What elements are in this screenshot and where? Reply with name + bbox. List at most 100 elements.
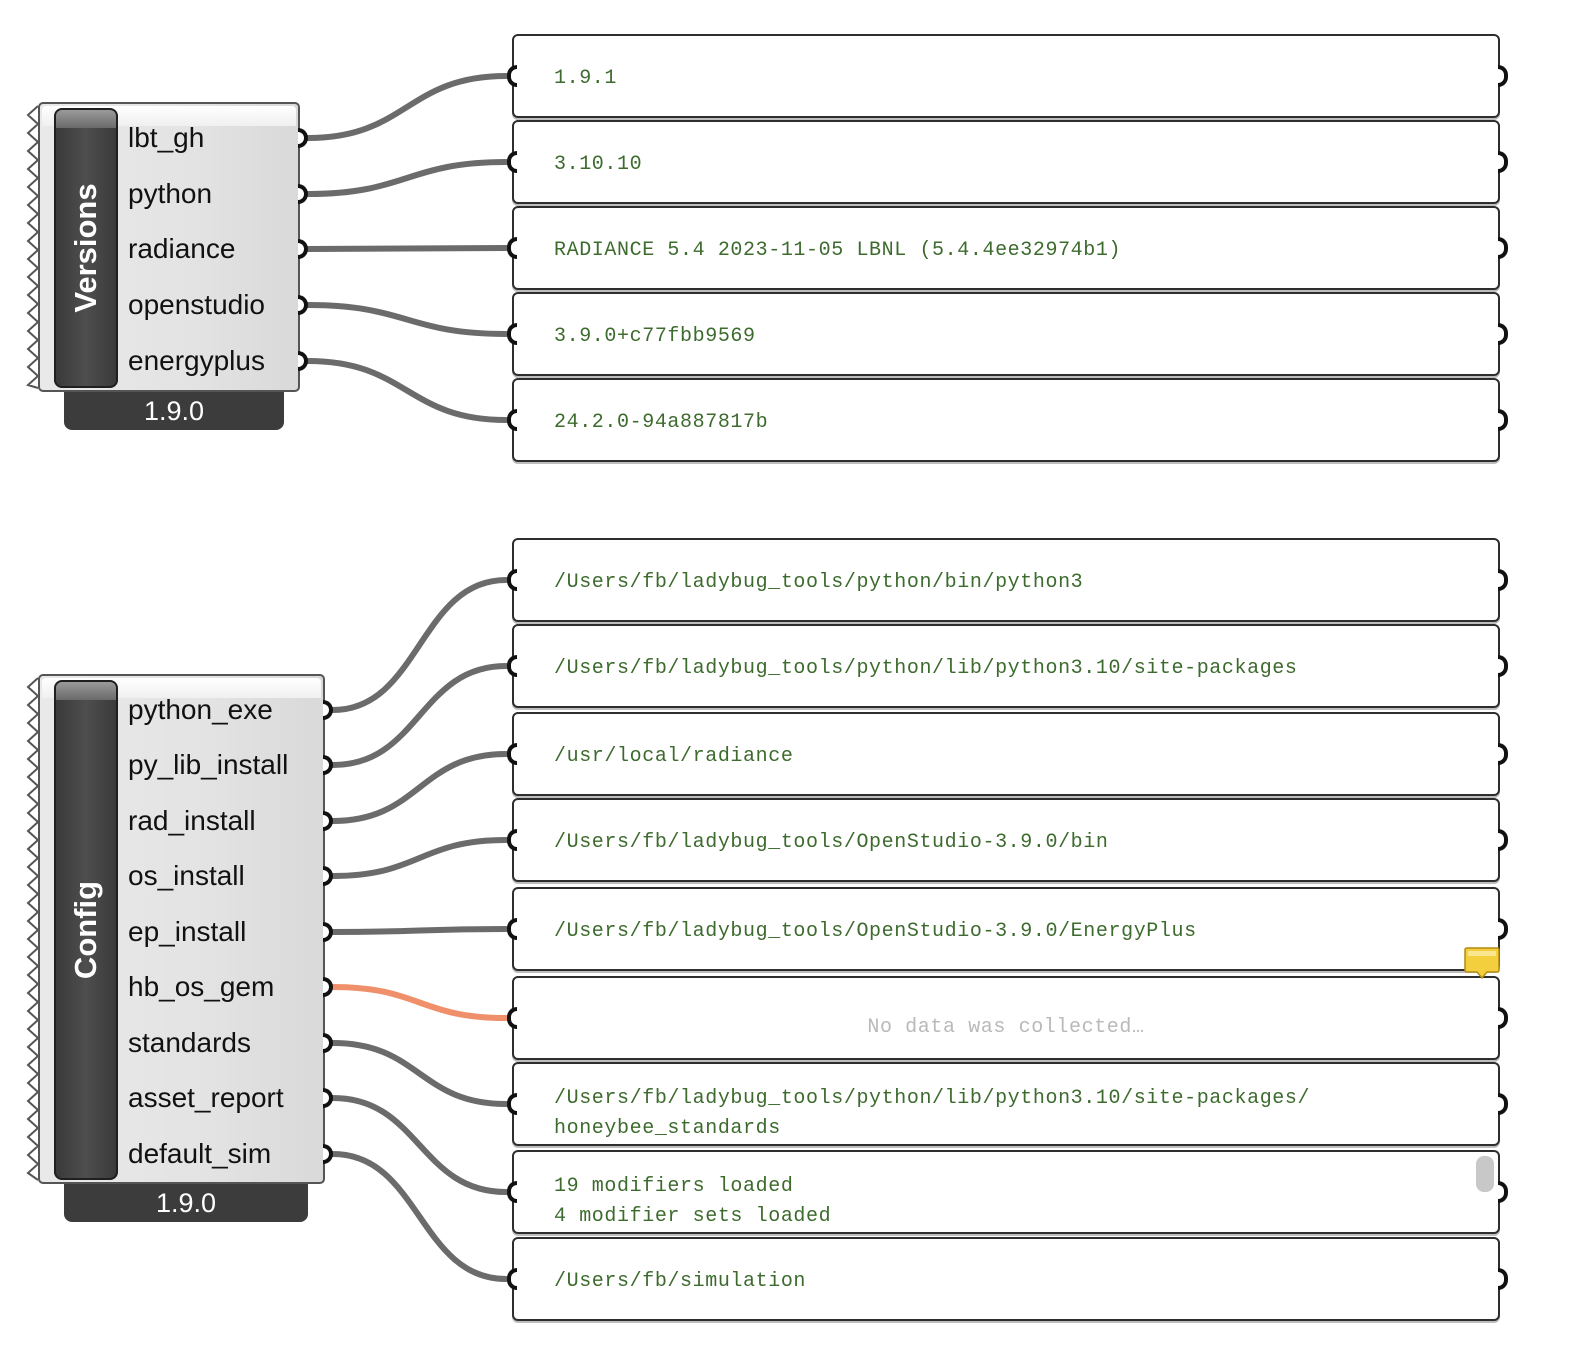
config-output-python-exe: python_exe: [128, 694, 273, 725]
panel-config-1[interactable]: /Users/fb/ladybug_tools/python/bin/pytho…: [507, 538, 1508, 622]
panel-input-grip[interactable]: [507, 1093, 517, 1115]
panel-output-grip[interactable]: [1498, 151, 1508, 173]
panel-versions-5[interactable]: 24.2.0-94a887817b: [507, 378, 1508, 462]
versions-output-grip[interactable]: [298, 239, 308, 259]
panel-text: /Users/fb/ladybug_tools/OpenStudio-3.9.0…: [554, 917, 1197, 947]
panel-config-2[interactable]: /Users/fb/ladybug_tools/python/lib/pytho…: [507, 624, 1508, 708]
panel-config-9[interactable]: /Users/fb/simulation: [507, 1237, 1508, 1321]
panel-output-grip[interactable]: [1498, 569, 1508, 591]
panel-input-grip[interactable]: [507, 829, 517, 851]
panel-input-grip[interactable]: [507, 409, 517, 431]
panel-output-grip[interactable]: [1498, 1093, 1508, 1115]
config-output-grip[interactable]: [323, 866, 333, 886]
panel-text-line: /Users/fb/ladybug_tools/OpenStudio-3.9.0…: [554, 831, 1109, 854]
panel-input-grip[interactable]: [507, 655, 517, 677]
panel-input-grip[interactable]: [507, 1181, 517, 1203]
panel-output-grip[interactable]: [1498, 237, 1508, 259]
versions-title-bar[interactable]: Versions: [54, 108, 118, 388]
panel-text: /usr/local/radiance: [554, 742, 793, 772]
panel-versions-3[interactable]: RADIANCE 5.4 2023-11-05 LBNL (5.4.4ee329…: [507, 206, 1508, 290]
panel-input-grip[interactable]: [507, 1268, 517, 1290]
panel-output-grip[interactable]: [1498, 323, 1508, 345]
panel-output-grip[interactable]: [1498, 655, 1508, 677]
panel-text: /Users/fb/ladybug_tools/python/lib/pytho…: [554, 1084, 1310, 1144]
wire: [305, 358, 509, 423]
panel-config-6[interactable]: No data was collected…: [507, 976, 1508, 1060]
versions-output-radiance: radiance: [128, 233, 236, 264]
versions-output-grip[interactable]: [298, 184, 308, 204]
panel-output-grip[interactable]: [1498, 1181, 1508, 1203]
panel-output-grip[interactable]: [1498, 829, 1508, 851]
panel-input-grip[interactable]: [507, 237, 517, 259]
panel-input-grip[interactable]: [507, 569, 517, 591]
config-output-grip[interactable]: [323, 1088, 333, 1108]
versions-output-energyplus: energyplus: [128, 345, 265, 376]
panel-config-4[interactable]: /Users/fb/ladybug_tools/OpenStudio-3.9.0…: [507, 798, 1508, 882]
panel-text-line: honeybee_standards: [554, 1117, 781, 1140]
wire: [305, 73, 509, 141]
panel-versions-2[interactable]: 3.10.10: [507, 120, 1508, 204]
panel-input-grip[interactable]: [507, 151, 517, 173]
config-output-grip[interactable]: [323, 755, 333, 775]
versions-output-grip[interactable]: [298, 295, 308, 315]
panel-text: /Users/fb/ladybug_tools/python/lib/pytho…: [554, 654, 1298, 684]
panel-text-line: 4 modifier sets loaded: [554, 1205, 832, 1228]
wire: [330, 837, 509, 879]
panel-text: 3.10.10: [554, 150, 642, 180]
panel-text: 3.9.0+c77fbb9569: [554, 322, 756, 352]
panel-input-grip[interactable]: [507, 918, 517, 940]
panel-text: RADIANCE 5.4 2023-11-05 LBNL (5.4.4ee329…: [554, 236, 1121, 266]
config-output-grip[interactable]: [323, 922, 333, 942]
panel-text-line: /Users/fb/ladybug_tools/python/lib/pytho…: [554, 657, 1298, 680]
wire: [330, 1151, 509, 1282]
panel-input-grip[interactable]: [507, 65, 517, 87]
wire: [305, 245, 509, 252]
panel-output-grip[interactable]: [1498, 1007, 1508, 1029]
versions-output-grip[interactable]: [298, 128, 308, 148]
panel-versions-4[interactable]: 3.9.0+c77fbb9569: [507, 292, 1508, 376]
panel-output-grip[interactable]: [1498, 918, 1508, 940]
wire: [330, 1040, 509, 1107]
panel-text-line: /Users/fb/ladybug_tools/python/lib/pytho…: [554, 1087, 1311, 1110]
versions-version-tag: 1.9.0: [64, 392, 284, 430]
config-output-py-lib-install: py_lib_install: [128, 749, 289, 780]
panel-input-grip[interactable]: [507, 323, 517, 345]
config-output-ep-install: ep_install: [128, 916, 247, 947]
panel-output-grip[interactable]: [1498, 1268, 1508, 1290]
panel-text: 1.9.1: [554, 64, 617, 94]
panel-text: /Users/fb/simulation: [554, 1267, 806, 1297]
versions-output-grip[interactable]: [298, 351, 308, 371]
versions-output-lbt-gh: lbt_gh: [128, 122, 205, 153]
panel-output-grip[interactable]: [1498, 65, 1508, 87]
panel-config-7[interactable]: /Users/fb/ladybug_tools/python/lib/pytho…: [507, 1062, 1508, 1146]
config-output-grip[interactable]: [323, 700, 333, 720]
panel-text-line: /Users/fb/ladybug_tools/python/bin/pytho…: [554, 571, 1084, 594]
panel-config-5[interactable]: /Users/fb/ladybug_tools/OpenStudio-3.9.0…: [507, 887, 1508, 971]
wire: [330, 663, 509, 768]
panel-versions-1[interactable]: 1.9.1: [507, 34, 1508, 118]
wire: [305, 302, 509, 337]
config-output-grip[interactable]: [323, 1144, 333, 1164]
config-output-grip[interactable]: [323, 977, 333, 997]
config-title-bar[interactable]: Config: [54, 680, 118, 1180]
config-output-grip[interactable]: [323, 811, 333, 831]
panel-config-3[interactable]: /usr/local/radiance: [507, 712, 1508, 796]
config-output-hb-os-gem: hb_os_gem: [128, 971, 275, 1002]
panel-input-grip[interactable]: [507, 743, 517, 765]
warning-note-icon[interactable]: [1463, 945, 1501, 981]
versions-title: Versions: [68, 183, 103, 313]
panel-output-grip[interactable]: [1498, 743, 1508, 765]
panel-scrollbar[interactable]: [1476, 1156, 1494, 1192]
config-output-asset-report: asset_report: [128, 1082, 284, 1113]
panel-text-line: 3.9.0+c77fbb9569: [554, 325, 756, 348]
config-output-rad-install: rad_install: [128, 805, 256, 836]
config-output-grip[interactable]: [323, 1033, 333, 1053]
wire: [330, 751, 509, 824]
panel-output-grip[interactable]: [1498, 409, 1508, 431]
panel-text-line: /usr/local/radiance: [554, 745, 794, 768]
wire: [330, 1095, 509, 1195]
panel-text-line: 3.10.10: [554, 153, 643, 176]
panel-input-grip[interactable]: [507, 1007, 517, 1029]
